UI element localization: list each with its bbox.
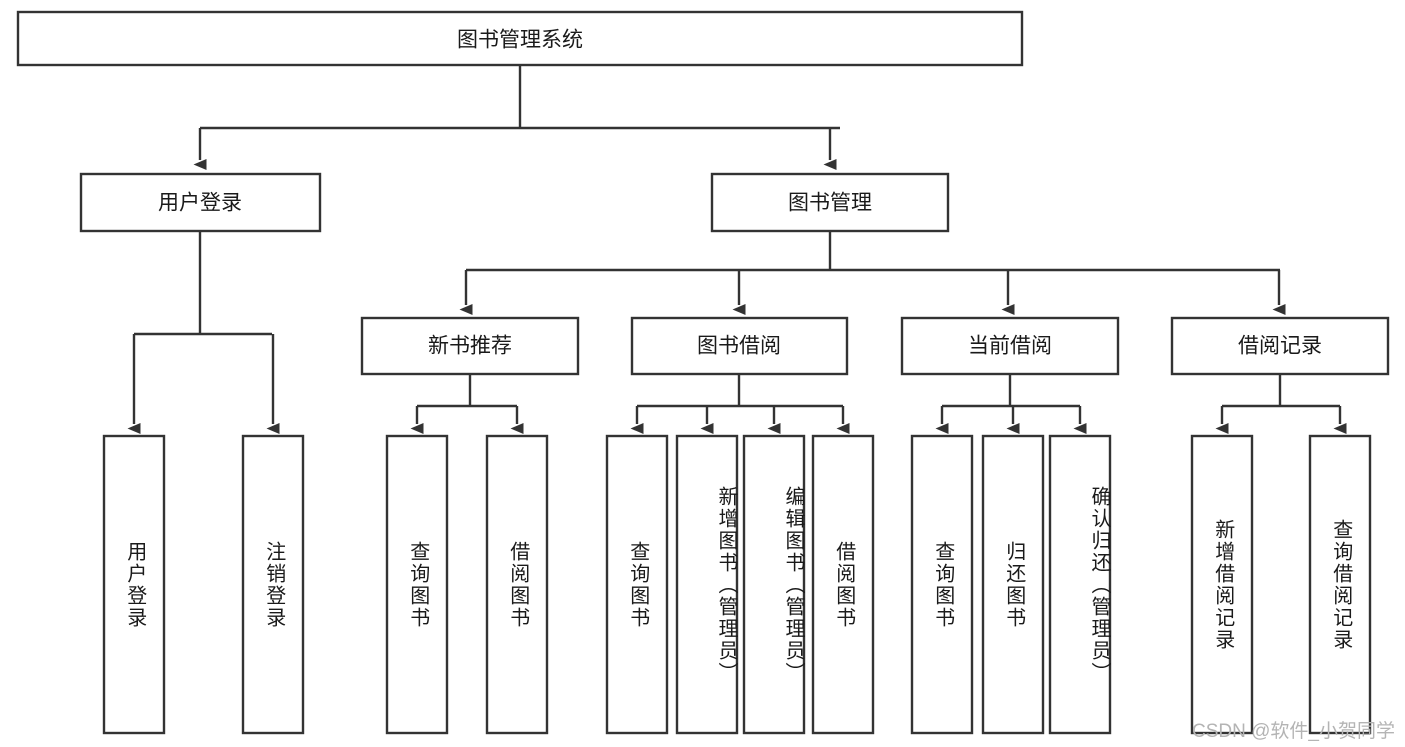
leaf-box-query-book-borrow[interactable] bbox=[605, 434, 669, 735]
connector-book-management-to-level3 bbox=[459, 231, 1286, 315]
leaf-box-logout[interactable] bbox=[241, 434, 305, 735]
connector-new-book-recommend-to-leaves bbox=[410, 374, 524, 434]
node-borrow-record[interactable]: 借阅记录 bbox=[1170, 316, 1390, 376]
node-root-box[interactable] bbox=[16, 10, 1024, 67]
csdn-watermark: CSDN @软件_小贺同学 bbox=[1192, 721, 1395, 742]
leaf-box-return-book[interactable] bbox=[981, 434, 1045, 735]
node-current-borrow-box[interactable] bbox=[900, 316, 1120, 376]
connector-book-borrow-to-leaves bbox=[630, 374, 850, 434]
node-current-borrow-label: 当前借阅 bbox=[968, 335, 1052, 358]
node-root[interactable]: 图书管理系统 bbox=[16, 10, 1024, 67]
leaf-box-add-borrow-record[interactable] bbox=[1190, 434, 1254, 735]
node-current-borrow[interactable]: 当前借阅 bbox=[900, 316, 1120, 376]
leaf-boxes bbox=[102, 434, 1372, 735]
leaf-box-add-book-admin[interactable] bbox=[675, 434, 739, 735]
leaf-box-edit-book-admin[interactable] bbox=[742, 434, 806, 735]
connector-user-login-to-leaves bbox=[127, 231, 280, 434]
leaf-box-query-book-recommend[interactable] bbox=[385, 434, 449, 735]
node-book-borrow[interactable]: 图书借阅 bbox=[630, 316, 849, 376]
node-book-management[interactable]: 图书管理 bbox=[710, 172, 950, 233]
node-book-borrow-label: 图书借阅 bbox=[697, 335, 781, 358]
node-new-book-recommend[interactable]: 新书推荐 bbox=[360, 316, 580, 376]
node-new-book-recommend-box[interactable] bbox=[360, 316, 580, 376]
node-book-management-label: 图书管理 bbox=[788, 192, 872, 215]
connector-borrow-record-to-leaves bbox=[1215, 374, 1347, 434]
node-borrow-record-label: 借阅记录 bbox=[1238, 335, 1322, 358]
connector-root-to-level2 bbox=[193, 65, 840, 170]
node-user-login-label: 用户登录 bbox=[158, 192, 242, 215]
node-new-book-recommend-label: 新书推荐 bbox=[428, 335, 512, 358]
leaf-box-borrow-book-recommend[interactable] bbox=[485, 434, 549, 735]
node-root-label: 图书管理系统 bbox=[457, 29, 583, 52]
leaf-box-user-login[interactable] bbox=[102, 434, 166, 735]
node-user-login[interactable]: 用户登录 bbox=[79, 172, 322, 233]
node-user-login-box[interactable] bbox=[79, 172, 322, 233]
leaf-box-confirm-return-admin[interactable] bbox=[1048, 434, 1112, 735]
leaf-box-query-borrow-record[interactable] bbox=[1308, 434, 1372, 735]
leaf-box-borrow-book[interactable] bbox=[811, 434, 875, 735]
connector-current-borrow-to-leaves bbox=[935, 374, 1087, 434]
leaf-box-query-book-current[interactable] bbox=[910, 434, 974, 735]
